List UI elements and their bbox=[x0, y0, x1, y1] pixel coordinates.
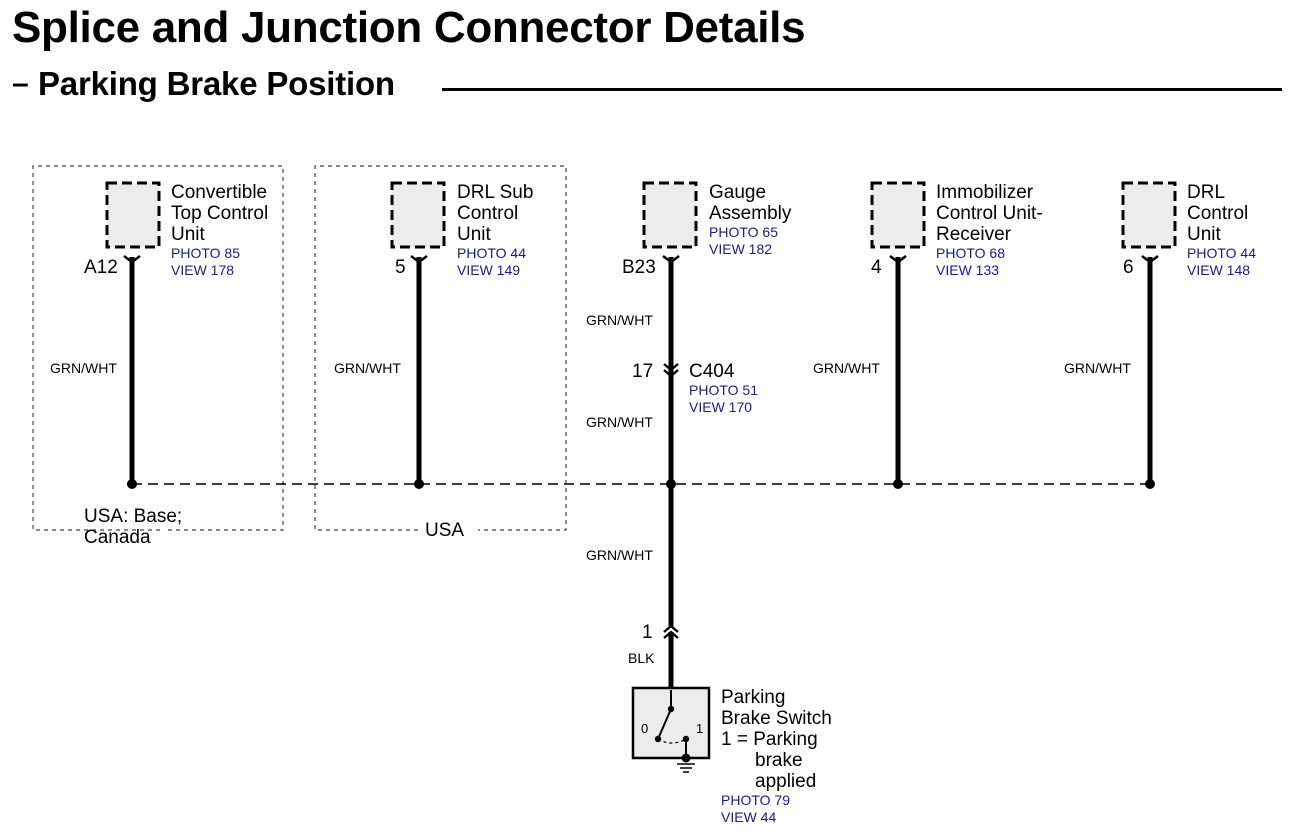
switch-pin: 1 bbox=[642, 622, 653, 643]
wire-label-drl-sub: GRN/WHT bbox=[334, 360, 401, 376]
pin-convertible: A12 bbox=[84, 257, 118, 278]
switch-wire-label: BLK bbox=[628, 650, 655, 666]
wire-label-drl: GRN/WHT bbox=[1064, 360, 1131, 376]
section-rule bbox=[442, 88, 1282, 91]
ground-icon bbox=[677, 763, 695, 773]
region-label-usa: USA bbox=[425, 520, 465, 541]
splice-dot-drl bbox=[1145, 479, 1155, 489]
switch-ground-dot bbox=[681, 753, 691, 763]
connector-box-gauge bbox=[642, 181, 698, 249]
connector-box-convertible bbox=[105, 181, 161, 249]
c404-name: C404 bbox=[689, 361, 735, 382]
c404-pin: 17 bbox=[632, 361, 654, 382]
section-title: Parking Brake Position bbox=[38, 65, 395, 102]
connector-box-drl bbox=[1121, 181, 1177, 249]
connector-box-immobilizer bbox=[870, 181, 926, 249]
region-box-usa-base-canada bbox=[32, 165, 284, 531]
switch-blade bbox=[657, 708, 672, 740]
splice-dot-drl-sub bbox=[414, 479, 424, 489]
region-label-usa-base-canada: USA: Base;Canada bbox=[84, 506, 183, 548]
switch-travel-arc bbox=[657, 738, 687, 744]
splice-dot-gauge bbox=[666, 479, 676, 489]
splice-dot-convertible bbox=[127, 479, 137, 489]
pin-gauge: B23 bbox=[622, 257, 656, 278]
wire-label-trunk: GRN/WHT bbox=[586, 547, 653, 563]
switch-pos-0: 0 bbox=[641, 721, 649, 736]
wire-label-convertible: GRN/WHT bbox=[50, 360, 117, 376]
splice-dot-immobilizer bbox=[893, 479, 903, 489]
wire-label-c404-below: GRN/WHT bbox=[586, 414, 653, 430]
pin-drl-sub: 5 bbox=[395, 257, 406, 278]
pin-immobilizer: 4 bbox=[871, 257, 882, 278]
switch-pos-1: 1 bbox=[696, 721, 704, 736]
wire-label-gauge: GRN/WHT bbox=[586, 312, 653, 328]
page-title: Splice and Junction Connector Details bbox=[12, 3, 806, 52]
connector-c404-symbol bbox=[663, 363, 679, 378]
switch-state-note: 1 = Parking brake applied bbox=[721, 729, 818, 792]
region-box-usa bbox=[314, 165, 567, 531]
section-dash: – bbox=[12, 67, 29, 100]
wire-label-immobilizer: GRN/WHT bbox=[813, 360, 880, 376]
pin-drl: 6 bbox=[1123, 257, 1134, 278]
connector-box-drl-sub bbox=[390, 181, 446, 249]
